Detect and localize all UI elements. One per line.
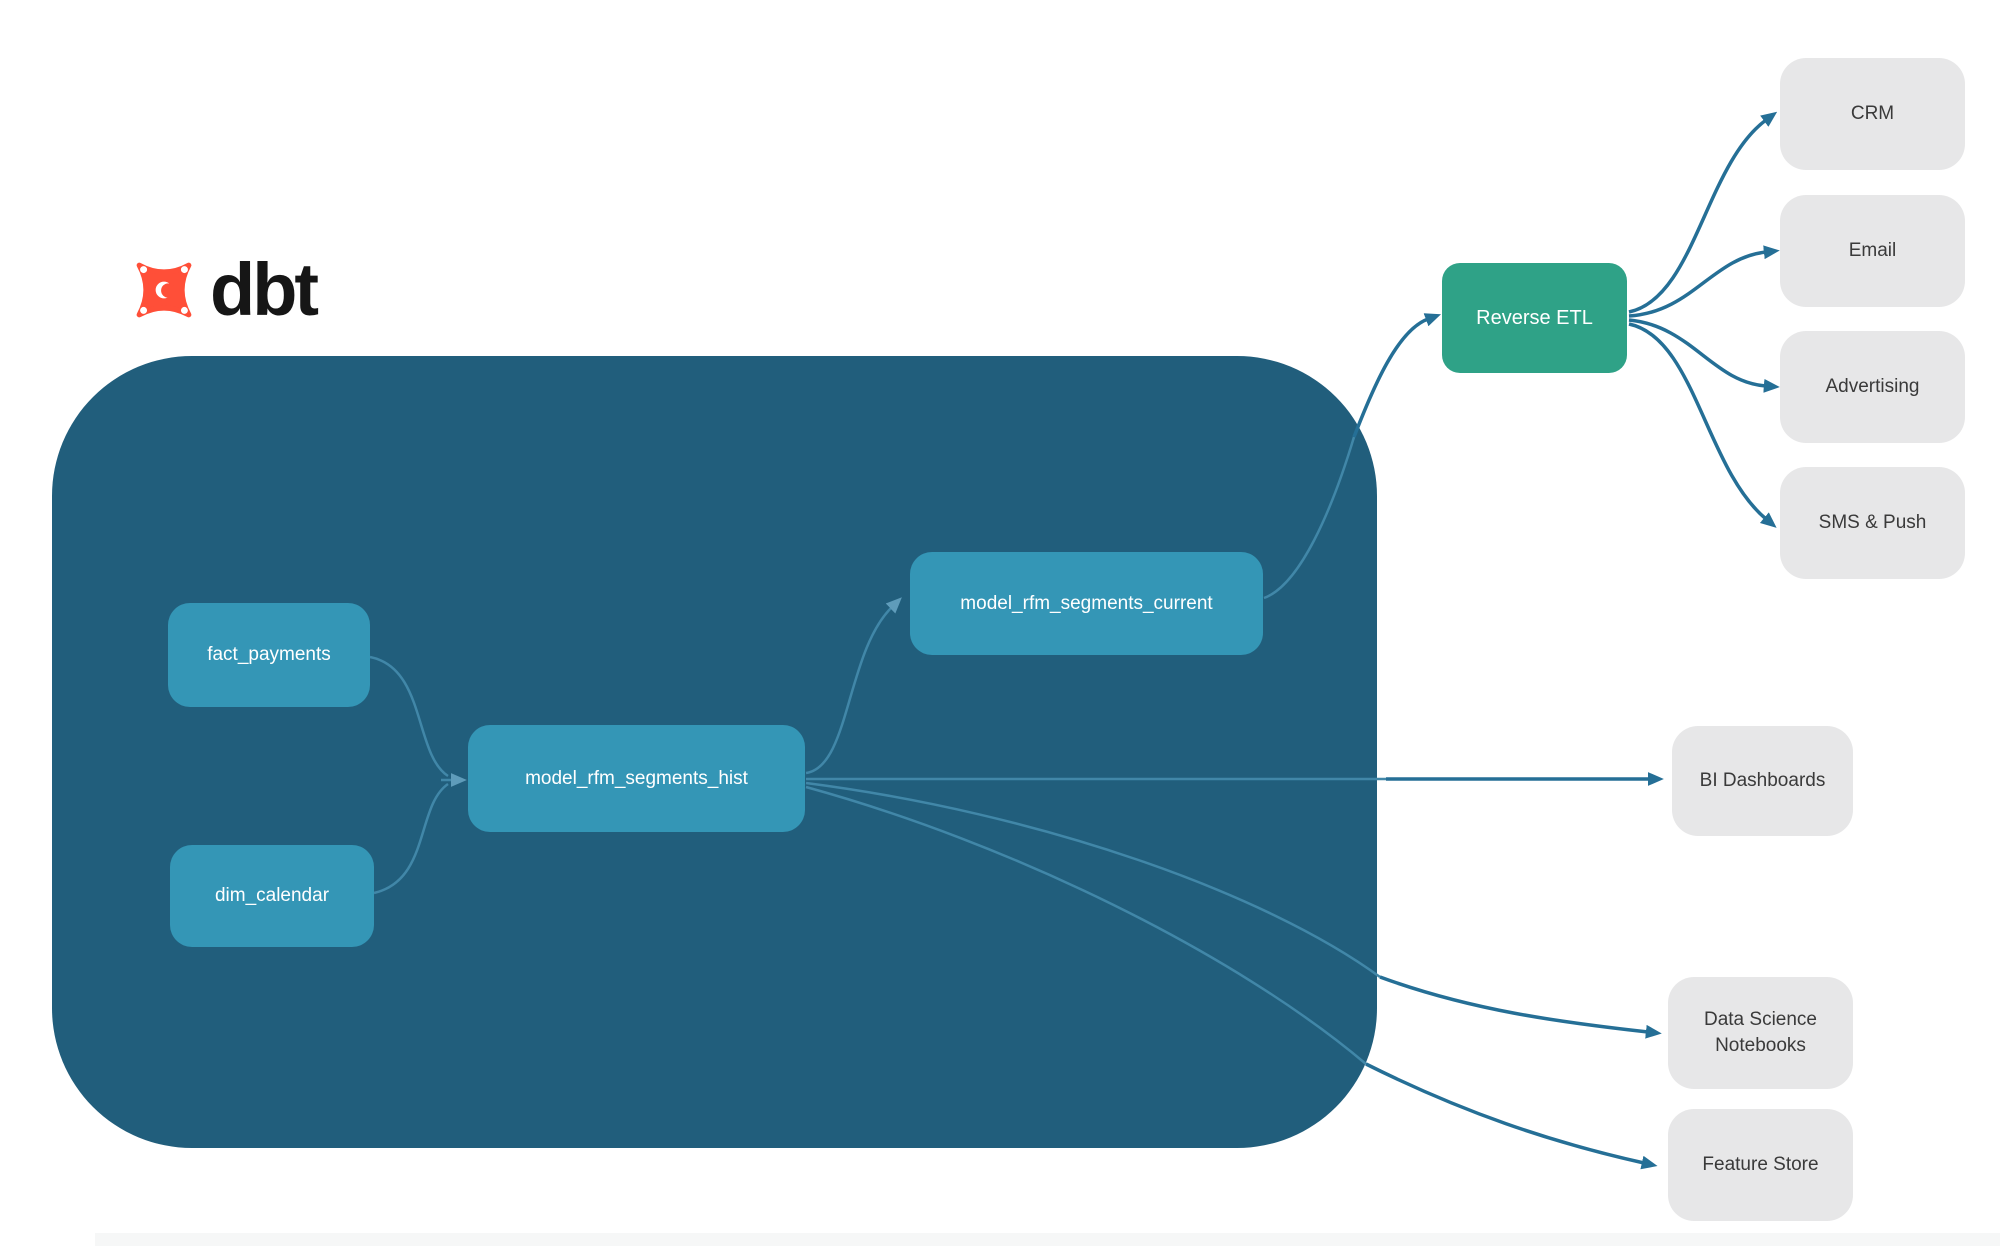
dbt-star-icon <box>136 262 192 318</box>
node-crm: CRM <box>1780 58 1965 170</box>
edge-hist-to-fs <box>1365 1062 1658 1170</box>
node-bi-dashboards: BI Dashboards <box>1672 726 1853 836</box>
edge-current-to-retl <box>1352 313 1442 438</box>
node-data-science-notebooks: Data Science Notebooks <box>1668 977 1853 1089</box>
node-model-rfm-segments-hist: model_rfm_segments_hist <box>468 725 805 832</box>
edge-retl-to-advertising <box>1628 318 1780 393</box>
edge-retl-to-email <box>1628 245 1780 318</box>
node-dim-calendar: dim_calendar <box>170 845 374 947</box>
dbt-logo: dbt <box>126 248 319 331</box>
edge-retl-to-sms <box>1628 322 1777 528</box>
node-advertising: Advertising <box>1780 331 1965 443</box>
node-fact-payments: fact_payments <box>168 603 370 707</box>
node-reverse-etl: Reverse ETL <box>1442 263 1627 373</box>
edge-hist-to-ds <box>1379 975 1662 1039</box>
node-model-rfm-segments-current: model_rfm_segments_current <box>910 552 1263 655</box>
dbt-logo-wordmark: dbt <box>210 248 319 331</box>
node-feature-store: Feature Store <box>1668 1109 1853 1221</box>
node-sms-push: SMS & Push <box>1780 467 1965 579</box>
node-email: Email <box>1780 195 1965 307</box>
bottom-edge-strip <box>95 1233 2000 1246</box>
edge-retl-to-crm <box>1628 111 1778 314</box>
